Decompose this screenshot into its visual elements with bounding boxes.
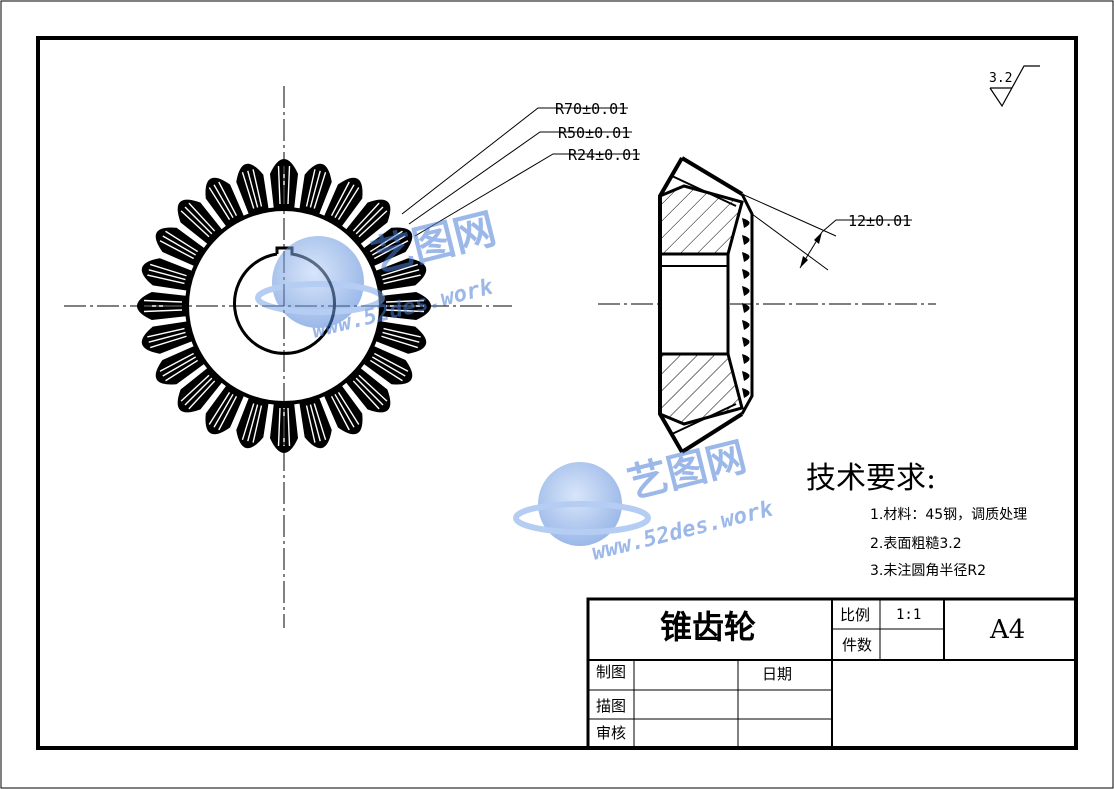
gear-tooth bbox=[236, 395, 269, 449]
gear-tooth bbox=[141, 258, 195, 291]
sheet-size: A4 bbox=[989, 615, 1025, 645]
gear-tooth bbox=[344, 366, 391, 413]
gear-tooth bbox=[373, 258, 427, 291]
scale-value: 1:1 bbox=[896, 607, 921, 623]
side-tooth bbox=[742, 286, 750, 296]
traced-by-label: 描图 bbox=[596, 697, 626, 715]
gear-tooth bbox=[177, 199, 224, 246]
checked-by-label: 审核 bbox=[596, 724, 626, 742]
side-tooth bbox=[742, 235, 750, 245]
side-teeth bbox=[742, 218, 750, 398]
gear-teeth bbox=[137, 159, 431, 453]
drawn-by-label: 制图 bbox=[596, 663, 626, 681]
section-outline bbox=[658, 156, 684, 454]
side-tooth bbox=[742, 388, 750, 398]
gear-tooth bbox=[322, 177, 363, 229]
side-tooth bbox=[742, 371, 750, 381]
gear-tooth bbox=[344, 199, 391, 246]
side-tooth bbox=[742, 337, 750, 347]
date-label: 日期 bbox=[762, 665, 792, 683]
gear-tooth bbox=[205, 177, 246, 229]
quantity-label: 件数 bbox=[842, 636, 872, 654]
side-tooth bbox=[742, 303, 750, 313]
gear-tooth bbox=[373, 321, 427, 354]
tech-req-item-3: 3.未注圆角半径R2 bbox=[870, 563, 986, 579]
gear-tooth bbox=[177, 366, 224, 413]
surface-finish-symbol bbox=[989, 65, 1040, 108]
gear-tooth bbox=[299, 163, 332, 217]
scale-label: 比例 bbox=[840, 606, 870, 624]
side-tooth bbox=[742, 354, 750, 364]
gear-tooth bbox=[299, 395, 332, 449]
side-tooth bbox=[742, 218, 750, 228]
gear-tooth bbox=[205, 383, 246, 435]
gear-tooth bbox=[236, 163, 269, 217]
gear-section-view bbox=[598, 156, 936, 454]
gear-tooth bbox=[361, 227, 413, 268]
side-tooth bbox=[742, 269, 750, 279]
tech-req-item-1: 1.材料：45钢，调质处理 bbox=[870, 507, 1027, 523]
dim-r50: R50±0.01 bbox=[558, 124, 630, 142]
tech-req-heading: 技术要求: bbox=[806, 461, 936, 496]
dim-r24: R24±0.01 bbox=[568, 146, 640, 164]
section-bore bbox=[658, 252, 730, 356]
side-tooth bbox=[742, 252, 750, 262]
gear-tooth bbox=[155, 344, 207, 385]
gear-tooth bbox=[322, 383, 363, 435]
dim-width-12: 12±0.01 bbox=[848, 212, 911, 230]
gear-tooth bbox=[141, 321, 195, 354]
drawing-frame bbox=[36, 36, 1078, 750]
part-name: 锥齿轮 bbox=[660, 608, 756, 646]
radius-leaders bbox=[401, 107, 640, 237]
gear-tooth bbox=[361, 344, 413, 385]
dim-r70: R70±0.01 bbox=[555, 100, 627, 118]
gear-tooth bbox=[155, 227, 207, 268]
surface-finish-value: 3.2 bbox=[989, 71, 1012, 86]
title-block bbox=[586, 597, 1078, 750]
side-tooth bbox=[742, 320, 750, 330]
tech-req-item-2: 2.表面粗糙3.2 bbox=[870, 536, 962, 552]
